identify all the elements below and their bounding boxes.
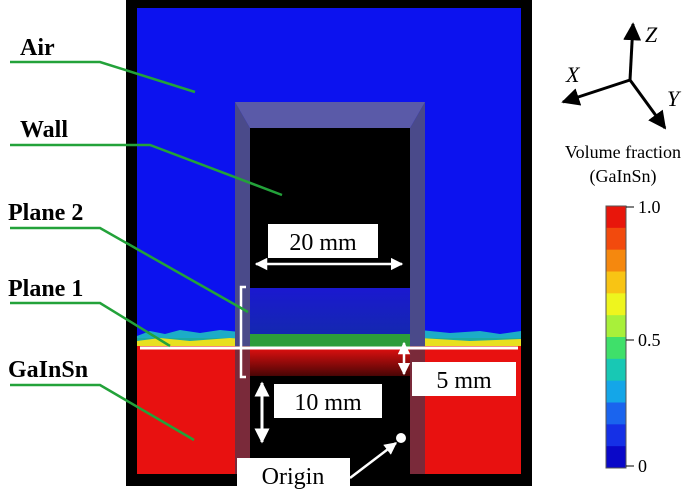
legend-color-segment	[606, 315, 626, 338]
dim-depth-box	[274, 384, 382, 418]
dim-depth-label: 10 mm	[294, 390, 362, 416]
legend-color-segment	[606, 424, 626, 447]
axis-y-label: Y	[667, 86, 682, 111]
legend-color-segment	[606, 206, 626, 229]
leader-wall	[10, 143, 283, 197]
dim-interface-box	[412, 362, 516, 396]
legend-tick-label-mid: 0.5	[638, 330, 661, 350]
legend-color-segment	[606, 358, 626, 382]
label-galinstan: GaInSn	[8, 357, 88, 383]
legend-color-segment	[606, 293, 626, 316]
plane2-gap	[250, 288, 410, 334]
dim-width-label: 20 mm	[289, 230, 357, 256]
dim-width-box	[268, 224, 378, 258]
wall-lower-left	[235, 346, 250, 474]
origin-marker	[396, 433, 406, 443]
label-wall: Wall	[20, 117, 68, 143]
origin-box	[237, 458, 350, 492]
legend-color-segment	[606, 337, 626, 360]
legend-color-segment	[606, 249, 626, 272]
interface-inside	[250, 334, 410, 348]
legend-color-segment	[606, 446, 626, 469]
legend-colorbar	[606, 206, 626, 469]
legend-title-2: (GaInSn)	[590, 166, 657, 187]
plane2-bracket	[239, 285, 246, 379]
legend-tick-label-top: 1.0	[638, 197, 661, 217]
axis-x-label: X	[565, 62, 581, 87]
legend-color-segment	[606, 227, 626, 251]
leader-galinstan	[10, 383, 195, 442]
label-plane2: Plane 2	[8, 200, 83, 226]
leader-plane1	[10, 301, 171, 348]
liquid-inside	[250, 348, 410, 376]
origin-arrow	[349, 442, 397, 479]
leader-plane2	[10, 226, 249, 314]
axis-z-label: Z	[645, 22, 658, 47]
legend-color-segment	[606, 380, 626, 403]
legend-color-segment	[606, 402, 626, 425]
origin-label: Origin	[262, 464, 325, 490]
legend-tick-label-bottom: 0	[638, 456, 647, 476]
legend-color-segment	[606, 271, 626, 294]
label-plane1: Plane 1	[8, 276, 83, 302]
legend-title-1: Volume fraction	[565, 142, 681, 162]
wall-top	[235, 102, 425, 128]
axes-triad	[561, 22, 667, 130]
label-air: Air	[20, 35, 55, 61]
leader-air	[10, 60, 196, 94]
dim-interface-label: 5 mm	[436, 368, 492, 394]
legend-colorbar-border	[605, 205, 627, 469]
